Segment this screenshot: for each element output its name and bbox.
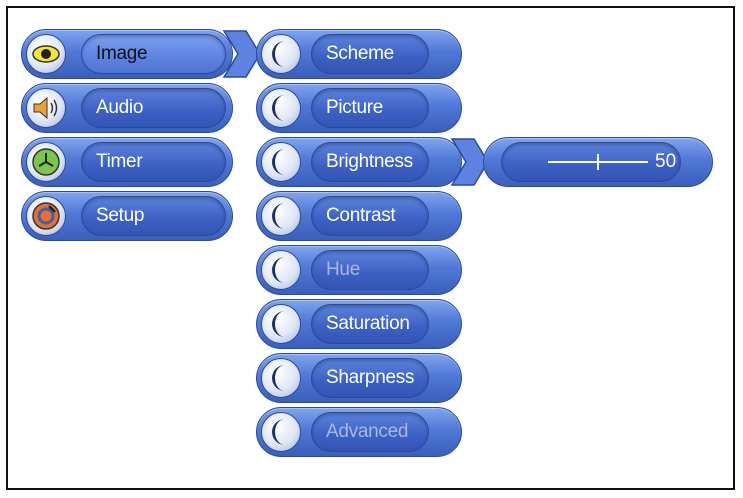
crescent-icon [261, 412, 301, 452]
eye-icon [26, 34, 66, 74]
menu-label-image: Image [96, 43, 148, 64]
submenu-label-saturation: Saturation [326, 313, 410, 334]
crescent-icon [261, 142, 301, 182]
submenu-item-sharpness[interactable]: Sharpness [256, 353, 462, 403]
menu-label-audio: Audio [96, 97, 144, 118]
speaker-icon [26, 88, 66, 128]
submenu-item-saturation[interactable]: Saturation [256, 299, 462, 349]
submenu-label-sharpness: Sharpness [326, 367, 415, 388]
menu-item-image[interactable]: Image [21, 29, 233, 79]
menu-label-setup: Setup [96, 205, 145, 226]
chevron-right-icon [222, 30, 261, 78]
submenu-label-scheme: Scheme [326, 43, 394, 64]
submenu-label-contrast: Contrast [326, 205, 396, 226]
submenu-label-picture: Picture [326, 97, 384, 118]
crescent-icon [261, 358, 301, 398]
crescent-icon [261, 34, 301, 74]
menu-item-audio[interactable]: Audio [21, 83, 233, 133]
submenu-label-hue: Hue [326, 259, 360, 280]
submenu-label-advanced: Advanced [326, 421, 409, 442]
submenu-item-contrast[interactable]: Contrast [256, 191, 462, 241]
submenu-item-picture[interactable]: Picture [256, 83, 462, 133]
crescent-icon [261, 88, 301, 128]
chevron-right-icon [450, 138, 489, 186]
clock-icon [26, 142, 66, 182]
submenu-item-scheme[interactable]: Scheme [256, 29, 462, 79]
crescent-icon [261, 196, 301, 236]
slider-thumb[interactable] [597, 154, 599, 170]
menu-item-timer[interactable]: Timer [21, 137, 233, 187]
slider-value: 50 [655, 151, 677, 172]
submenu-item-hue: Hue [256, 245, 462, 295]
menu-item-setup[interactable]: Setup [21, 191, 233, 241]
submenu-item-brightness[interactable]: Brightness [256, 137, 462, 187]
submenu-item-advanced: Advanced [256, 407, 462, 457]
crescent-icon [261, 250, 301, 290]
menu-label-timer: Timer [96, 151, 143, 172]
crescent-icon [261, 304, 301, 344]
submenu-label-brightness: Brightness [326, 151, 413, 172]
setup-icon [26, 196, 66, 236]
